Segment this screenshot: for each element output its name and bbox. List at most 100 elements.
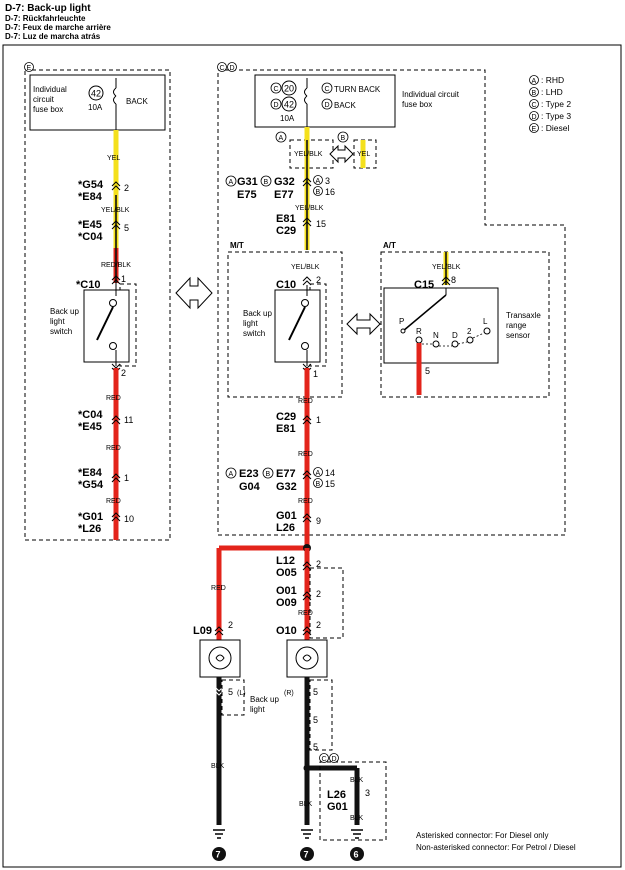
svg-text:L12: L12: [276, 555, 295, 567]
svg-text:C: C: [274, 86, 279, 93]
svg-text:E75: E75: [237, 189, 257, 201]
svg-text:A: A: [229, 179, 234, 186]
svg-text:L09: L09: [193, 625, 212, 637]
svg-text:YEL/BLK: YEL/BLK: [432, 264, 461, 271]
mt-box: [227, 251, 343, 398]
left-circuit: E Individual circuit fuse box 42 10A BAC…: [24, 62, 171, 541]
svg-text:1: 1: [313, 369, 318, 379]
equivalence-arrow-icon: [175, 276, 213, 310]
mt-at-arrow-icon: [346, 312, 381, 336]
title-es: D-7: Luz de marcha atrás: [5, 32, 101, 41]
svg-text:E77: E77: [276, 468, 296, 480]
svg-text:M/T: M/T: [230, 241, 244, 250]
svg-text:G31: G31: [237, 176, 258, 188]
svg-text:5: 5: [313, 687, 318, 697]
svg-text:B: B: [316, 189, 321, 196]
svg-text:*C04: *C04: [78, 409, 103, 421]
svg-text:15: 15: [316, 219, 326, 229]
svg-text:2: 2: [124, 183, 129, 193]
svg-text:light: light: [250, 705, 265, 714]
svg-text:RED: RED: [298, 498, 313, 505]
mt-backup-switch: [274, 289, 321, 363]
svg-text:RED: RED: [106, 498, 121, 505]
svg-text:42: 42: [284, 100, 294, 110]
svg-text:E: E: [532, 126, 537, 133]
svg-text:Back up: Back up: [50, 307, 79, 316]
svg-text:16: 16: [325, 187, 335, 197]
lower-circuit: L12 O05 2 O01 O09 2 RED RED L09 2 5 (L) …: [193, 544, 387, 861]
left-backup-switch: [83, 289, 130, 363]
svg-text:switch: switch: [243, 329, 265, 338]
svg-text:sensor: sensor: [506, 331, 530, 340]
left-fuse-symbol: [113, 78, 117, 130]
svg-text:*E84: *E84: [78, 467, 103, 479]
svg-text:8: 8: [451, 275, 456, 285]
svg-text:YEL/BLK: YEL/BLK: [294, 151, 323, 158]
svg-text:C: C: [325, 86, 330, 93]
svg-text:C: C: [322, 756, 327, 763]
svg-text:*G54: *G54: [78, 179, 104, 191]
svg-text:5: 5: [313, 715, 318, 725]
svg-text:*E84: *E84: [78, 191, 103, 203]
svg-text:: Diesel: : Diesel: [541, 123, 569, 133]
right-circuit: C D C 20 D 42 10A C TURN BACK D BACK Ind…: [217, 62, 566, 548]
svg-text:5: 5: [228, 687, 233, 697]
svg-text:A: A: [316, 470, 321, 477]
title-en: D-7: Back-up light: [5, 3, 91, 14]
svg-text:BLK: BLK: [211, 763, 225, 770]
ground-icon: [350, 847, 364, 861]
svg-text:D: D: [230, 65, 235, 72]
svg-text:15: 15: [325, 479, 335, 489]
svg-text:E23: E23: [239, 468, 259, 480]
svg-text:A: A: [279, 135, 284, 142]
svg-text:L: L: [483, 317, 488, 326]
diagram-frame: [2, 44, 622, 868]
svg-text:*C04: *C04: [78, 231, 103, 243]
svg-text:D: D: [452, 331, 458, 340]
title-de: D-7: Rückfahrleuchte: [5, 14, 86, 23]
svg-text:2: 2: [316, 620, 321, 630]
svg-text:BLK: BLK: [350, 815, 364, 822]
svg-text:O10: O10: [276, 625, 297, 637]
svg-text:N: N: [433, 331, 439, 340]
svg-text:B: B: [341, 135, 346, 142]
svg-text:BACK: BACK: [334, 101, 356, 110]
svg-text:E77: E77: [274, 189, 294, 201]
svg-text:B: B: [532, 90, 537, 97]
left-fuse-number: 42: [91, 89, 101, 99]
left-tag: E: [27, 65, 32, 72]
svg-text:2: 2: [316, 275, 321, 285]
svg-text:5: 5: [425, 366, 430, 376]
svg-text:C: C: [532, 102, 537, 109]
svg-text:RED: RED: [106, 395, 121, 402]
svg-text:circuit: circuit: [33, 95, 55, 104]
svg-text:YEL/BLK: YEL/BLK: [101, 207, 130, 214]
svg-text:C29: C29: [276, 411, 296, 423]
left-fuse-box: [29, 74, 166, 131]
svg-text:A/T: A/T: [383, 241, 396, 250]
svg-text:RED: RED: [211, 585, 226, 592]
svg-text:G32: G32: [276, 481, 297, 493]
type23-boundary: [217, 69, 566, 536]
svg-text:: Type 3: : Type 3: [541, 111, 571, 121]
svg-text:switch: switch: [50, 327, 72, 336]
option-arrow-icon: [329, 144, 354, 164]
title-fr: D-7: Feux de marche arrière: [5, 23, 111, 32]
svg-text:P: P: [399, 317, 404, 326]
svg-text:R: R: [416, 327, 422, 336]
svg-text:B: B: [316, 481, 321, 488]
svg-text:3: 3: [325, 176, 330, 186]
svg-text:9: 9: [316, 516, 321, 526]
svg-text:O01: O01: [276, 585, 297, 597]
svg-text:2: 2: [316, 559, 321, 569]
svg-text:RED: RED: [298, 451, 313, 458]
svg-text:BLK: BLK: [350, 777, 364, 784]
svg-text:C29: C29: [276, 225, 296, 237]
svg-text:5: 5: [313, 742, 318, 752]
svg-text:D: D: [325, 102, 330, 109]
svg-text:B: B: [266, 471, 271, 478]
ground-icon: [212, 847, 226, 861]
svg-text:D: D: [532, 114, 537, 121]
svg-text:*G54: *G54: [78, 479, 104, 491]
